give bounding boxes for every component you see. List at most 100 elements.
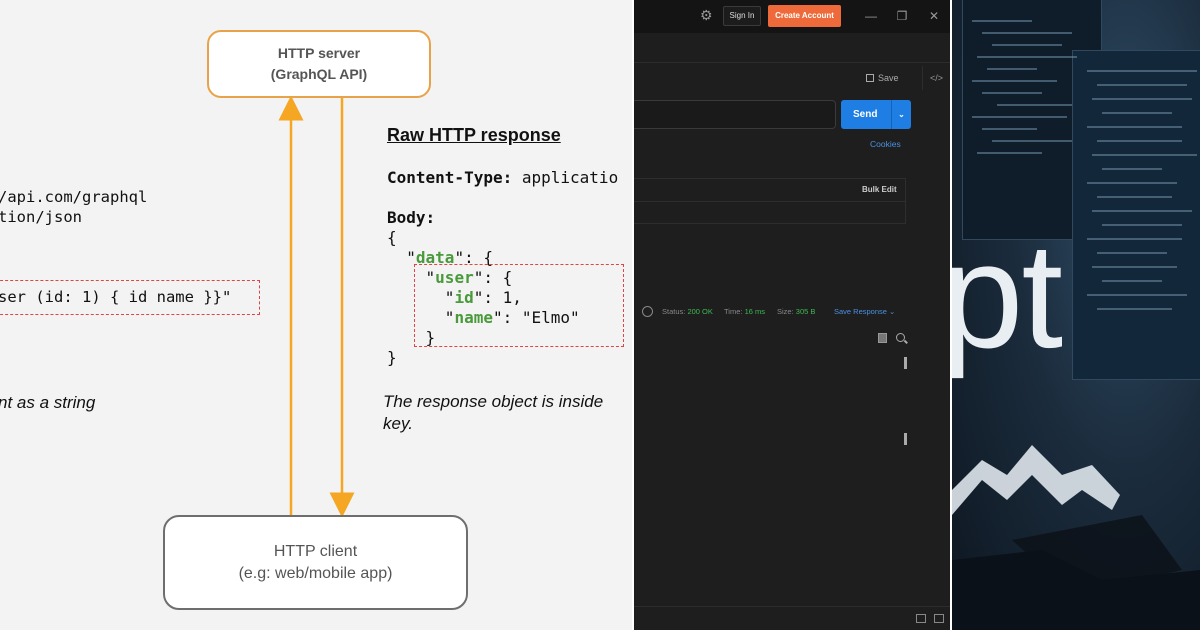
- size-info: Size: 305 B: [777, 307, 816, 316]
- bulk-edit-button[interactable]: Bulk Edit: [862, 185, 897, 194]
- cookies-link[interactable]: Cookies: [870, 139, 901, 149]
- code-line: [1087, 70, 1197, 72]
- monitor-right: [1072, 50, 1200, 380]
- json-key-data: data: [415, 248, 455, 267]
- code-line: [977, 152, 1042, 154]
- code-line: [1102, 112, 1172, 114]
- response-caption-line1: The response object is inside: [383, 392, 604, 411]
- api-client-window: ⚙ Sign In Create Account — ❐ ✕ Save </> …: [634, 0, 950, 630]
- code-line: [982, 32, 1072, 34]
- code-snippet-icon[interactable]: </>: [922, 66, 950, 90]
- code-line: [1087, 238, 1182, 240]
- code-line: [1087, 126, 1182, 128]
- send-label: Send: [853, 109, 878, 120]
- keyboard-icon[interactable]: [916, 614, 926, 623]
- create-account-button[interactable]: Create Account: [768, 5, 841, 27]
- search-icon[interactable]: [896, 333, 905, 342]
- json-line: "user": {: [387, 268, 513, 287]
- mountain-logo: [952, 445, 1200, 630]
- request-body: ser (id: 1) { id name }}": [0, 288, 232, 306]
- response-user-highlight: [414, 264, 624, 347]
- response-caption: The response object is inside key.: [383, 391, 632, 435]
- json-line: {: [387, 228, 397, 247]
- code-line: [1097, 252, 1167, 254]
- json-key-name: name: [454, 308, 493, 327]
- scrollbar-marker[interactable]: [904, 433, 907, 445]
- copy-icon[interactable]: [878, 333, 887, 343]
- code-line: [1092, 98, 1192, 100]
- code-line: [972, 80, 1057, 82]
- gear-icon[interactable]: ⚙: [700, 7, 713, 23]
- code-line: [972, 20, 1032, 22]
- sign-in-button[interactable]: Sign In: [723, 6, 761, 26]
- bottom-status-bar: [634, 606, 950, 630]
- save-icon: [866, 74, 874, 82]
- time-value: 16 ms: [744, 307, 766, 316]
- request-content-type: tion/json: [0, 208, 82, 226]
- arrows: [278, 95, 355, 518]
- json-line: "id": 1,: [387, 288, 522, 307]
- code-line: [1102, 280, 1162, 282]
- request-caption: nt as a string: [0, 393, 96, 412]
- title-bar: ⚙ Sign In Create Account — ❐ ✕: [634, 0, 950, 33]
- response-title: Raw HTTP response: [387, 125, 561, 145]
- json-key-user: user: [435, 268, 474, 287]
- code-line: [1092, 266, 1177, 268]
- minimize-icon[interactable]: —: [865, 9, 877, 23]
- code-line: [1102, 224, 1182, 226]
- status-value: 200 OK: [687, 307, 713, 316]
- json-line: }: [387, 348, 397, 367]
- request-url-input[interactable]: [634, 100, 836, 129]
- params-table: [634, 178, 906, 224]
- code-line: [992, 140, 1072, 142]
- code-line: [982, 92, 1042, 94]
- json-line: "name": "Elmo": [387, 308, 580, 327]
- background-photo: pt: [952, 0, 1200, 630]
- code-line: [1097, 308, 1172, 310]
- client-title: HTTP client: [273, 542, 358, 560]
- code-line: [1097, 84, 1187, 86]
- content-type-value: applicatio: [512, 168, 619, 187]
- divider: [634, 62, 950, 63]
- restore-icon[interactable]: ❐: [896, 9, 908, 23]
- http-server-box: HTTP server (GraphQL API): [207, 30, 431, 98]
- code-line: [982, 128, 1037, 130]
- size-value: 305 B: [795, 307, 816, 316]
- server-title: HTTP server: [277, 45, 361, 61]
- code-line: [1102, 168, 1162, 170]
- code-line: [1092, 210, 1192, 212]
- server-subtitle: (GraphQL API): [270, 66, 368, 82]
- save-response-button[interactable]: Save Response ⌄: [834, 307, 896, 316]
- code-line: [992, 44, 1062, 46]
- json-key-id: id: [454, 288, 474, 307]
- response-status-bar: Status: 200 OK Time: 16 ms Size: 305 B S…: [634, 304, 950, 320]
- json-line: }: [387, 328, 436, 347]
- code-line: [1087, 182, 1177, 184]
- code-line: [1097, 196, 1172, 198]
- chevron-down-icon[interactable]: ⌄: [891, 100, 911, 129]
- scrollbar-marker[interactable]: [904, 357, 907, 369]
- response-body-label: Body:: [387, 208, 436, 227]
- table-divider: [634, 201, 905, 202]
- graphql-diagram: HTTP server (GraphQL API) HTTP client (e…: [0, 0, 632, 630]
- code-line: [977, 56, 1077, 58]
- client-subtitle: (e.g: web/mobile app): [238, 564, 393, 582]
- layout-icon[interactable]: [934, 614, 944, 623]
- code-line: [1087, 294, 1187, 296]
- save-button[interactable]: Save: [866, 70, 899, 86]
- response-json: { "data": { "user": { "id": 1, "name": "…: [387, 228, 580, 368]
- code-line: [987, 68, 1037, 70]
- globe-icon[interactable]: [642, 306, 653, 317]
- code-line: [972, 116, 1067, 118]
- save-label: Save: [878, 73, 899, 83]
- code-line: [1092, 154, 1197, 156]
- request-url: /api.com/graphql: [0, 188, 148, 206]
- code-line: [997, 104, 1072, 106]
- json-line: "data": {: [387, 248, 493, 267]
- response-content-type: Content-Type: applicatio: [387, 168, 618, 187]
- code-line: [1097, 140, 1182, 142]
- http-client-box: HTTP client (e.g: web/mobile app): [163, 515, 468, 610]
- send-button[interactable]: Send ⌄: [841, 100, 911, 129]
- close-icon[interactable]: ✕: [928, 9, 940, 23]
- content-type-label: Content-Type:: [387, 168, 513, 187]
